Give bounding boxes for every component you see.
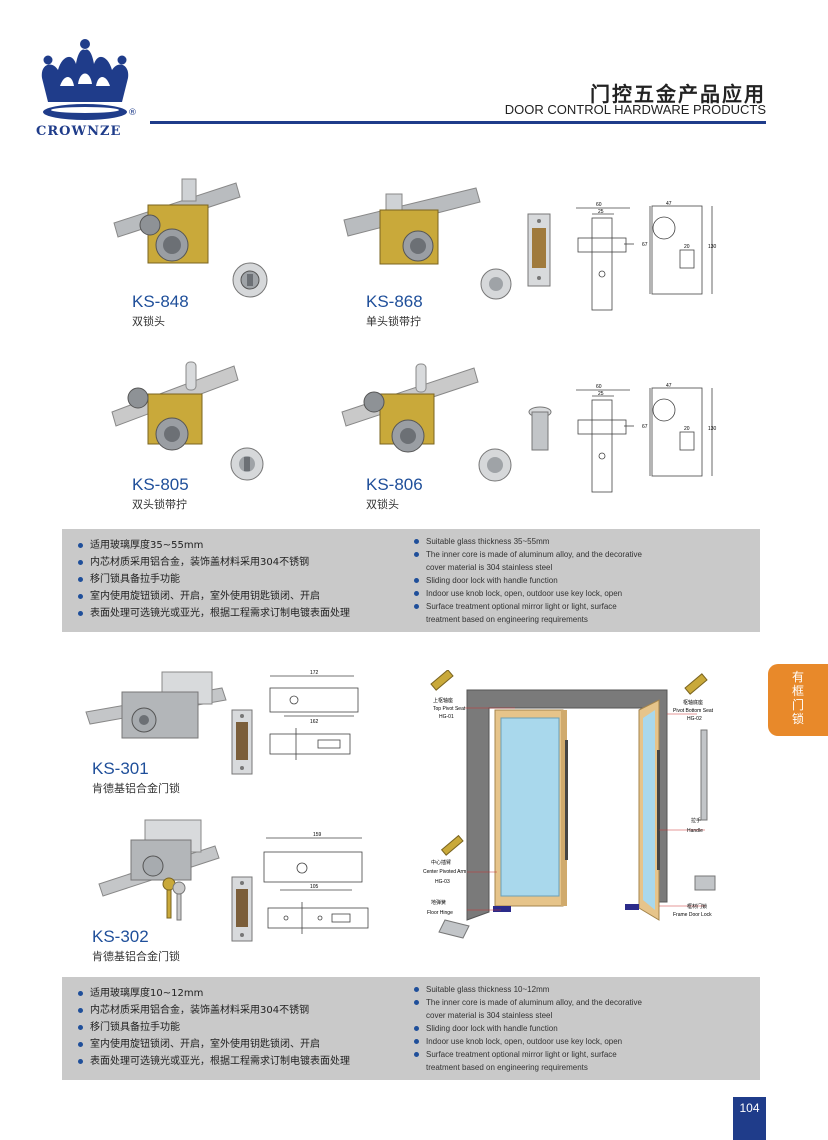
crown-logo xyxy=(41,39,129,120)
strike-plate-image xyxy=(231,709,253,775)
page-title-en: DOOR CONTROL HARDWARE PRODUCTS xyxy=(504,102,766,117)
spec-item: Surface treatment optional mirror light … xyxy=(412,1048,642,1074)
brand-name: CROWNZE xyxy=(36,124,122,139)
spec-item: 内芯材质采用铝合金，装饰盖材料采用304不锈钢 xyxy=(76,1002,350,1019)
dim-label: 159 xyxy=(313,832,322,838)
product-desc: 肯德基铝合金门锁 xyxy=(92,950,180,963)
spec-item: Suitable glass thickness 10~12mm xyxy=(412,983,642,996)
dim-label: 20 xyxy=(684,426,690,432)
knob-detail-image xyxy=(480,268,512,300)
product-model: KS-806 xyxy=(366,475,423,494)
spec-item: Sliding door lock with handle function xyxy=(412,1022,642,1035)
diagram-label: HG-03 xyxy=(435,879,450,885)
spec-item: 表面处理可选镜光或亚光，根据工程需求订制电镀表面处理 xyxy=(76,1053,350,1070)
ks-868-lock-image xyxy=(343,187,481,265)
door-installation-diagram: 上枢轴座 Top Pivot Seat HG-01 枢轴底座 Pivot Bot… xyxy=(423,670,716,939)
spec-item: Indoor use knob lock, open, outdoor use … xyxy=(412,587,642,600)
spec-box: 适用玻璃厚度10~12mm 内芯材质采用铝合金，装饰盖材料采用304不锈钢 移门… xyxy=(62,977,760,1080)
diagram-label: Floor Hinge xyxy=(427,910,453,916)
dim-label: 130 xyxy=(708,426,717,432)
spec-item: 室内使用旋钮锁闭、开启，室外使用钥匙锁闭、开启 xyxy=(76,1036,350,1053)
product-desc: 双锁头 xyxy=(132,315,165,328)
spec-item: 表面处理可选镜光或亚光，根据工程需求订制电镀表面处理 xyxy=(76,605,350,622)
diagram-label: 中心插臂 xyxy=(431,859,451,866)
spec-list-cn: 适用玻璃厚度35~55mm 内芯材质采用铝合金，装饰盖材料采用304不锈钢 移门… xyxy=(76,537,350,622)
technical-drawing-ks-301: 172 162 xyxy=(269,670,359,760)
spec-item: Surface treatment optional mirror light … xyxy=(412,600,642,626)
dim-label: 105 xyxy=(310,884,319,890)
page-number: 104 xyxy=(733,1097,766,1140)
diagram-label: 枢轴底座 xyxy=(683,699,703,706)
spec-item: The inner core is made of aluminum alloy… xyxy=(412,996,642,1022)
dim-label: 172 xyxy=(310,670,319,676)
strike-plate-image xyxy=(231,876,253,942)
technical-drawing-ks-302: 159 105 xyxy=(263,832,369,934)
spec-item: Indoor use knob lock, open, outdoor use … xyxy=(412,1035,642,1048)
page-title-cn: 门控五金产品应用 xyxy=(590,82,766,106)
diagram-label: 拉手 xyxy=(691,817,701,824)
dim-label: 130 xyxy=(708,244,717,250)
diagram-label: Center Pivoted Arm xyxy=(423,869,466,875)
ks-301-lock-image xyxy=(85,671,227,739)
dim-label: 162 xyxy=(310,719,319,725)
bolt-socket-image xyxy=(528,406,552,451)
product-desc: 双头锁带拧 xyxy=(132,498,187,511)
diagram-label: HG-02 xyxy=(687,716,702,722)
diagram-label: HG-01 xyxy=(439,714,454,720)
diagram-label: 地弹簧 xyxy=(431,899,446,906)
product-model: KS-805 xyxy=(132,475,189,494)
spec-item: 移门锁具备拉手功能 xyxy=(76,571,350,588)
diagram-label: Pivot Bottom Seat xyxy=(673,708,714,714)
dim-label: 47 xyxy=(666,383,672,389)
product-model: KS-302 xyxy=(92,927,149,946)
dim-label: 67 xyxy=(642,242,648,248)
diagram-label: Handle xyxy=(687,828,703,834)
registered-mark: ® xyxy=(128,108,137,118)
spec-item: The inner core is made of aluminum alloy… xyxy=(412,548,642,574)
spec-item: Suitable glass thickness 35~55mm xyxy=(412,535,642,548)
product-desc: 单头锁带拧 xyxy=(366,315,421,328)
spec-item: 适用玻璃厚度35~55mm xyxy=(76,537,350,554)
technical-drawing-top: 60 25 47 130 67 20 xyxy=(576,201,717,311)
spec-box: 适用玻璃厚度35~55mm 内芯材质采用铝合金，装饰盖材料采用304不锈钢 移门… xyxy=(62,529,760,632)
ks-806-lock-image xyxy=(341,363,479,453)
diagram-label: 上枢轴座 xyxy=(433,697,453,704)
product-model: KS-868 xyxy=(366,292,423,311)
spec-item: Sliding door lock with handle function xyxy=(412,574,642,587)
product-desc: 双锁头 xyxy=(366,498,399,511)
dim-label: 25 xyxy=(598,391,604,397)
strike-plate-image xyxy=(527,213,551,287)
spec-item: 内芯材质采用铝合金，装饰盖材料采用304不锈钢 xyxy=(76,554,350,571)
category-side-tab: 有框门锁 xyxy=(768,664,828,736)
product-desc: 肯德基铝合金门锁 xyxy=(92,782,180,795)
dim-label: 20 xyxy=(684,244,690,250)
ks-805-lock-image xyxy=(111,361,239,451)
spec-list-cn: 适用玻璃厚度10~12mm 内芯材质采用铝合金，装饰盖材料采用304不锈钢 移门… xyxy=(76,985,350,1070)
product-model: KS-848 xyxy=(132,292,189,311)
knob-detail-image xyxy=(478,448,512,482)
spec-item: 适用玻璃厚度10~12mm xyxy=(76,985,350,1002)
technical-drawing-middle: 60 25 47 130 67 20 xyxy=(576,383,717,493)
ks-848-lock-image xyxy=(113,178,241,264)
dim-label: 25 xyxy=(598,209,604,215)
spec-item: 移门锁具备拉手功能 xyxy=(76,1019,350,1036)
spec-list-en: Suitable glass thickness 10~12mm The inn… xyxy=(412,983,642,1074)
diagram-label: Frame Door Lock xyxy=(673,912,712,918)
ks-302-lock-image xyxy=(98,819,220,921)
spec-item: 室内使用旋钮锁闭、开启，室外使用钥匙锁闭、开启 xyxy=(76,588,350,605)
dim-label: 60 xyxy=(596,384,602,390)
dim-label: 60 xyxy=(596,202,602,208)
product-model: KS-301 xyxy=(92,759,149,778)
header-rule xyxy=(150,121,766,124)
dim-label: 47 xyxy=(666,201,672,207)
knob-detail-image xyxy=(232,262,268,298)
diagram-label: Top Pivot Seat xyxy=(433,706,466,712)
dim-label: 67 xyxy=(642,424,648,430)
spec-list-en: Suitable glass thickness 35~55mm The inn… xyxy=(412,535,642,626)
diagram-label: 框材门锁 xyxy=(687,903,707,910)
knob-detail-image xyxy=(230,447,264,481)
